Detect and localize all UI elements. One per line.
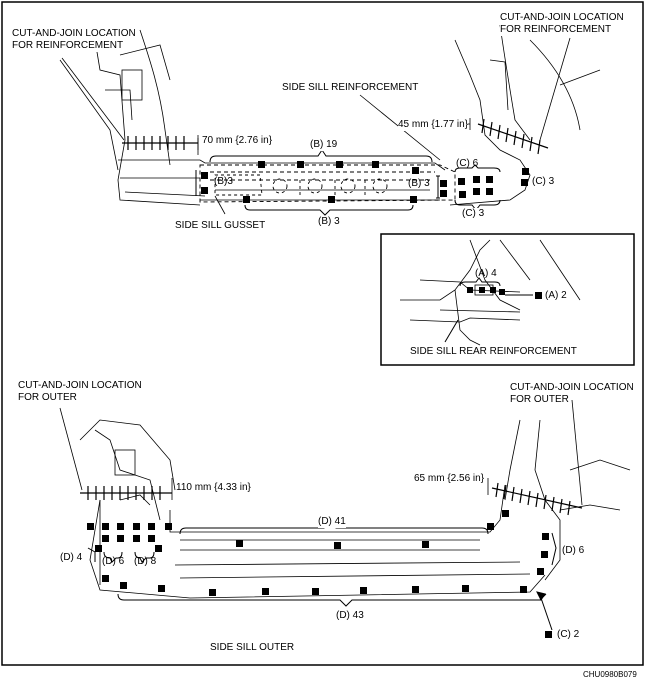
label-cut-join-reinf-right: CUT-AND-JOIN LOCATION bbox=[500, 12, 624, 24]
label-side-sill-gusset: SIDE SILL GUSSET bbox=[175, 220, 266, 232]
weld-marks-bottom bbox=[87, 510, 552, 638]
label-c2: (C) 2 bbox=[557, 629, 580, 641]
cut-line-reinf-left bbox=[122, 136, 198, 150]
label-cut-join-reinf-left: CUT-AND-JOIN LOCATION bbox=[12, 28, 136, 40]
label-cut-join-outer-right-2: FOR OUTER bbox=[510, 394, 569, 406]
label-cut-join-outer-left: CUT-AND-JOIN LOCATION bbox=[18, 380, 142, 392]
figure-code: CHU0980B079 bbox=[583, 669, 637, 681]
label-a2: (A) 2 bbox=[545, 290, 567, 302]
weld-marks-top bbox=[201, 161, 529, 203]
sill-reinforcement-outline bbox=[199, 164, 456, 203]
label-d43: (D) 43 bbox=[336, 610, 364, 622]
label-cut-join-outer-left-2: FOR OUTER bbox=[18, 392, 77, 404]
label-cut-join-reinf-left-2: FOR REINFORCEMENT bbox=[12, 40, 124, 52]
label-d8: (D) 8 bbox=[134, 556, 157, 567]
dimension-lines-bottom bbox=[171, 478, 489, 500]
label-dim-65: 65 mm {2.56 in} bbox=[414, 473, 485, 485]
cut-line-outer-left bbox=[80, 486, 172, 500]
label-d6-left: (D) 6 bbox=[102, 556, 125, 567]
label-dim-110: 110 mm {4.33 in} bbox=[176, 482, 251, 494]
label-c6: (C) 6 bbox=[456, 158, 479, 169]
label-cut-join-outer-right: CUT-AND-JOIN LOCATION bbox=[510, 382, 634, 394]
label-b3-bottom: (B) 3 bbox=[318, 216, 340, 228]
label-dim-45: 45 mm {1.77 in} bbox=[398, 119, 469, 131]
label-side-sill-outer: SIDE SILL OUTER bbox=[210, 642, 295, 654]
sill-gusset-outline bbox=[214, 174, 388, 196]
inset-weld-marks bbox=[467, 287, 542, 299]
cut-line-reinf-right bbox=[477, 118, 549, 155]
label-side-sill-rear-reinforcement: SIDE SILL REAR REINFORCEMENT bbox=[410, 346, 577, 358]
cut-line-outer-right bbox=[491, 482, 583, 516]
label-b19: (B) 19 bbox=[310, 139, 338, 151]
upper-body-sketch bbox=[59, 24, 601, 206]
label-c3-bottom: (C) 3 bbox=[462, 208, 485, 220]
leader-lines-top bbox=[61, 37, 571, 215]
label-side-sill-reinforcement: SIDE SILL REINFORCEMENT bbox=[282, 82, 419, 94]
inset-braces bbox=[444, 277, 533, 343]
c2-arrow bbox=[536, 591, 553, 631]
label-b3-right: (B) 3 bbox=[408, 178, 430, 189]
label-a4: (A) 4 bbox=[475, 268, 497, 279]
inset-sketch bbox=[380, 233, 635, 366]
outer-border bbox=[1, 1, 644, 666]
label-c3-right: (C) 3 bbox=[532, 176, 555, 188]
label-d41: (D) 41 bbox=[318, 516, 346, 528]
label-cut-join-reinf-right-2: FOR REINFORCEMENT bbox=[500, 24, 612, 36]
label-d6-right: (D) 6 bbox=[562, 545, 585, 557]
braces-top bbox=[195, 149, 501, 216]
lower-body-sketch bbox=[79, 419, 631, 599]
leader-lines-bottom bbox=[59, 399, 583, 506]
label-b3-left: (B)3 bbox=[214, 176, 233, 187]
label-dim-70: 70 mm {2.76 in} bbox=[202, 135, 273, 147]
label-d4: (D) 4 bbox=[60, 552, 83, 564]
